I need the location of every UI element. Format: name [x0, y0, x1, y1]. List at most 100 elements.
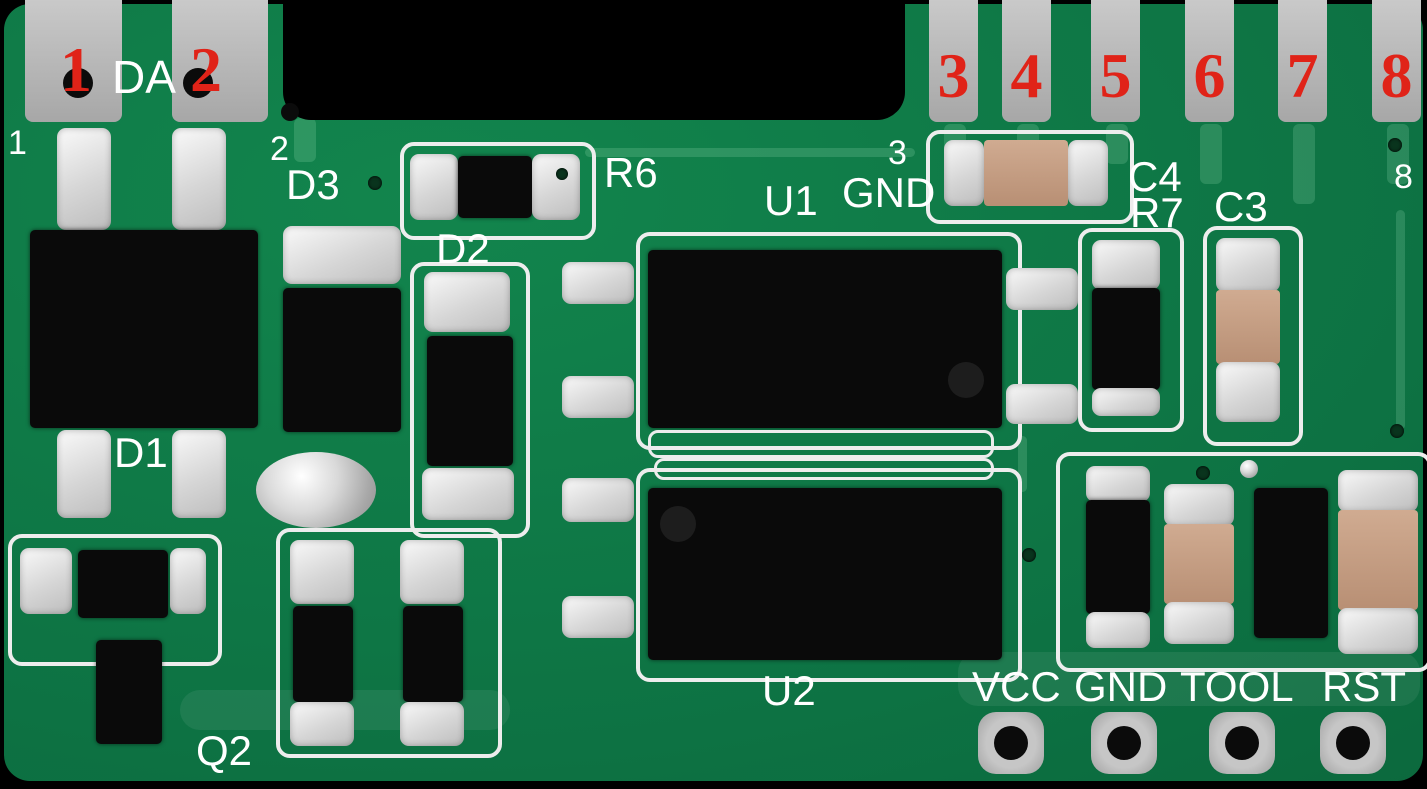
edge-pad-3 [929, 0, 978, 122]
pad-hole [281, 103, 299, 121]
solder-pad [1092, 240, 1160, 290]
trace [1200, 124, 1222, 184]
silkscreen-outline-c3 [1203, 226, 1303, 446]
silkscreen-outline-r6 [400, 142, 596, 240]
component-body [1086, 500, 1150, 614]
solder-pad [532, 154, 580, 220]
u2-pin1-dot [660, 506, 696, 542]
via [556, 168, 568, 180]
pin-number-overlay-2: 2 [190, 34, 222, 105]
solder-pad [283, 226, 401, 284]
capacitor-c4-body [984, 140, 1068, 206]
pin-number-overlay-7: 7 [1286, 40, 1319, 111]
trace [294, 118, 316, 162]
solder-pad [562, 596, 634, 638]
pad-number-2: 2 [270, 130, 289, 168]
solder-pad [1338, 470, 1418, 512]
pad-number-8: 8 [1394, 158, 1413, 196]
via [1390, 424, 1404, 438]
copper-pour-highlight [958, 652, 1420, 706]
silkscreen-outline-c4 [926, 130, 1134, 224]
pad-hole [183, 68, 213, 98]
solder-pad [1164, 602, 1234, 644]
solder-pad [57, 128, 111, 230]
label-d3: D3 [286, 161, 340, 208]
component-q2-body [78, 550, 168, 618]
pad-hole [1225, 726, 1259, 760]
label-u2: U2 [762, 667, 816, 714]
silkscreen-outline-u1 [636, 232, 1022, 450]
edge-pad-7 [1278, 0, 1327, 122]
trace [1396, 210, 1405, 430]
pin-number-overlay-5: 5 [1099, 40, 1132, 111]
label-rst: RST [1322, 663, 1406, 710]
solder-pad [1006, 384, 1078, 424]
solder-pad [1092, 388, 1160, 416]
solder-pad [562, 478, 634, 522]
component-u2-body [648, 488, 1002, 660]
pad-hole [63, 68, 93, 98]
silkscreen-outline-cluster [276, 528, 502, 758]
label-r7: R7 [1130, 189, 1184, 236]
solder-pad [172, 430, 226, 518]
solder-pad [422, 468, 514, 520]
trace [1018, 436, 1027, 492]
u1-pin1-dot [948, 362, 984, 398]
solder-pad [1068, 140, 1108, 206]
solder-pad [1086, 612, 1150, 648]
label-d1: D1 [114, 429, 168, 476]
edge-pad-5 [1091, 0, 1140, 122]
component-d2-body [427, 336, 513, 466]
pin-number-overlay-3: 3 [937, 40, 970, 111]
solder-pad [1164, 484, 1234, 526]
solder-blob [256, 452, 376, 528]
component-r7-body [1092, 288, 1160, 390]
label-tool: TOOL [1180, 663, 1294, 710]
label-gnd-top: GND [842, 169, 936, 216]
board-edge-notch [283, 0, 905, 120]
pad-number-3: 3 [888, 134, 907, 172]
silkscreen-outline-r7 [1078, 228, 1184, 432]
label-c4: C4 [1128, 153, 1182, 200]
solder-pad [424, 272, 510, 332]
solder-pad [400, 702, 464, 746]
label-da: DA [112, 51, 176, 103]
label-gnd-bottom: GND [1074, 663, 1168, 710]
edge-pad-6 [1185, 0, 1234, 122]
solder-pad [1086, 466, 1150, 502]
label-r6: R6 [604, 149, 658, 196]
solder-dot [1240, 460, 1258, 478]
component-d3-body [283, 288, 401, 432]
label-c3: C3 [1214, 183, 1268, 230]
via [1388, 138, 1402, 152]
solder-pad [400, 540, 464, 604]
pin-number-overlay-1: 1 [60, 34, 92, 105]
solder-pad [562, 376, 634, 418]
trace [1293, 124, 1315, 204]
solder-pad [290, 540, 354, 604]
pin-number-overlay-8: 8 [1380, 40, 1413, 111]
silkscreen-outline-br [1056, 452, 1427, 672]
component-q2-tab [96, 640, 162, 744]
capacitor-c3-body [1216, 290, 1280, 364]
solder-pad [410, 154, 458, 220]
solder-pad [1216, 238, 1280, 292]
edge-pad-4 [1002, 0, 1051, 122]
label-q2: Q2 [196, 727, 253, 774]
solder-pad [290, 702, 354, 746]
via [368, 176, 382, 190]
edge-pad-2 [172, 0, 268, 122]
capacitor-body [1338, 510, 1418, 610]
solder-pad [170, 548, 206, 614]
component-body [293, 606, 353, 702]
capacitor-body [1164, 524, 1234, 604]
component-body [403, 606, 463, 702]
silkscreen-bar [648, 430, 994, 458]
solder-pad [1338, 608, 1418, 654]
label-vcc: VCC [972, 663, 1061, 710]
component-d1-body [30, 230, 258, 428]
solder-pad [1216, 362, 1280, 422]
solder-pad [1006, 268, 1078, 310]
pad-hole [1107, 726, 1141, 760]
